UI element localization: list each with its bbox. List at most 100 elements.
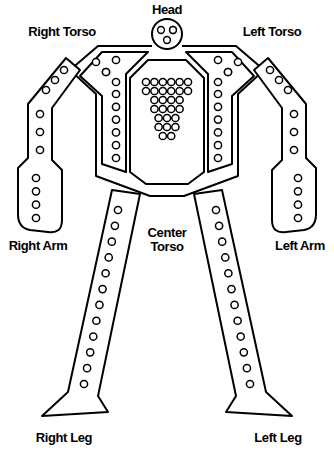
armor-dot (284, 86, 291, 93)
armor-dot (112, 56, 119, 63)
armor-dot (111, 222, 118, 229)
armor-dot (36, 146, 43, 153)
armor-dot (240, 349, 247, 356)
armor-dot (168, 78, 175, 85)
armor-dot (243, 365, 250, 372)
part-label: Right Torso (28, 25, 96, 39)
part-label: Right Arm (9, 239, 68, 253)
armor-dot (32, 201, 39, 208)
armor-dot (266, 66, 273, 73)
armor-dot (222, 254, 229, 261)
head-section (152, 19, 182, 49)
armor-dot (151, 87, 158, 94)
armor-dot (214, 103, 221, 110)
armor-dot (214, 142, 221, 149)
armor-dot (172, 123, 179, 130)
armor-dot (155, 114, 162, 121)
armor-dot (142, 87, 149, 94)
armor-dot (290, 128, 297, 135)
armor-dot (83, 365, 90, 372)
armor-dot (234, 317, 241, 324)
armor-dot (36, 128, 43, 135)
armor-dot (176, 105, 183, 112)
armor-dot (237, 333, 244, 340)
armor-dot (80, 380, 87, 387)
armor-dot (96, 301, 103, 308)
armor-dot (105, 254, 112, 261)
armor-dot (290, 110, 297, 117)
armor-dot (290, 146, 297, 153)
armor-dot (87, 349, 94, 356)
armor-dot (158, 27, 165, 34)
armor-dot (159, 87, 166, 94)
armor-dot (163, 123, 170, 130)
armor-dot (228, 285, 235, 292)
armor-dot (99, 285, 106, 292)
armor-dot (36, 110, 43, 117)
armor-dot (102, 68, 109, 75)
right-arm-section (18, 58, 80, 232)
armor-dot (60, 66, 67, 73)
armor-dot (168, 96, 175, 103)
armor-dot (176, 96, 183, 103)
armor-dot (224, 68, 231, 75)
armor-dot (176, 78, 183, 85)
armor-dot (214, 154, 221, 161)
armor-dot (219, 238, 226, 245)
armor-dot (112, 90, 119, 97)
armor-dot (112, 142, 119, 149)
armor-dot (112, 103, 119, 110)
armor-dot (184, 78, 191, 85)
armor-dot (151, 96, 158, 103)
armor-dot (159, 96, 166, 103)
armor-dots (32, 27, 301, 388)
armor-dot (294, 201, 301, 208)
armor-dot (214, 56, 221, 63)
armor-dot (164, 37, 171, 44)
armor-dot (155, 123, 162, 130)
armor-dot (214, 78, 221, 85)
armor-dot (51, 76, 58, 83)
armor-dot (224, 68, 231, 75)
part-label: Left Leg (254, 431, 301, 445)
armor-dot (184, 87, 191, 94)
armor-dot (214, 116, 221, 123)
armor-dot (159, 105, 166, 112)
left-arm-section (254, 58, 316, 232)
armor-dot (234, 58, 241, 65)
armor-dot (142, 78, 149, 85)
part-label: Left Torso (243, 25, 302, 39)
armor-dot (275, 76, 282, 83)
armor-dot (176, 87, 183, 94)
armor-dot (168, 132, 175, 139)
armor-dot (225, 270, 232, 277)
armor-dot (294, 174, 301, 181)
part-label: Center Torso (144, 226, 190, 255)
armor-dot (114, 206, 121, 213)
armor-dot (42, 86, 49, 93)
armor-dot (32, 188, 39, 195)
armor-dot (294, 214, 301, 221)
armor-dot (159, 132, 166, 139)
armor-dot (112, 78, 119, 85)
armor-dot (102, 68, 109, 75)
armor-dot (294, 188, 301, 195)
part-label: Left Arm (275, 239, 325, 253)
torso-outline (70, 46, 264, 196)
armor-dot (108, 238, 115, 245)
armor-dot (214, 129, 221, 136)
armor-dot (112, 129, 119, 136)
part-label: Head (152, 3, 182, 17)
armor-dot (215, 222, 222, 229)
armor-dot (151, 105, 158, 112)
armor-dot (246, 380, 253, 387)
armor-dot (32, 174, 39, 181)
part-label: Right Leg (36, 431, 92, 445)
armor-dot (151, 78, 158, 85)
center-torso-section (130, 60, 204, 184)
armor-dot (168, 105, 175, 112)
armor-dot (172, 114, 179, 121)
right-leg-section (42, 190, 140, 416)
armor-dot (112, 116, 119, 123)
